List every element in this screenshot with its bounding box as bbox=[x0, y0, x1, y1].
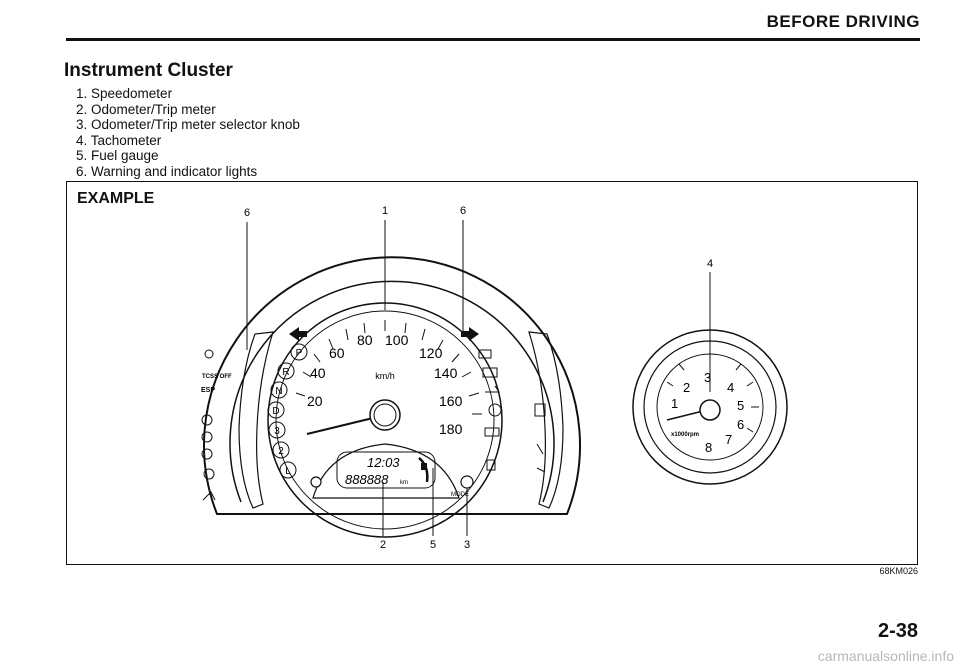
header-rule bbox=[66, 38, 920, 41]
figure-box: EXAMPLE 6 1 6 4 2 5 3 bbox=[66, 181, 918, 565]
lcd-odometer-unit: km bbox=[400, 480, 408, 486]
callout-1: 1 bbox=[382, 205, 388, 217]
tcss-off-indicator: TCSS OFF bbox=[202, 374, 232, 380]
speed-tick-120: 120 bbox=[419, 345, 443, 361]
gear-letter-3: 3 bbox=[274, 426, 280, 437]
speed-unit-label: km/h bbox=[375, 371, 395, 381]
headlight-high-beam-icon bbox=[478, 349, 492, 359]
callout-3: 3 bbox=[464, 539, 470, 551]
speed-tick-100: 100 bbox=[385, 332, 409, 348]
cruise-control-icon bbox=[201, 431, 213, 443]
callout-4: 4 bbox=[707, 258, 713, 270]
speed-tick-160: 160 bbox=[439, 393, 463, 409]
watermark: carmanualsonline.info bbox=[817, 648, 954, 664]
lcd-odometer: 888888 bbox=[345, 472, 389, 487]
lcd-display bbox=[312, 443, 460, 499]
tacho-tick-4: 4 bbox=[727, 380, 734, 395]
door-ajar-icon bbox=[534, 403, 546, 417]
gear-letter-l: L bbox=[285, 466, 291, 477]
legend-item: 3. Odometer/Trip meter selector knob bbox=[76, 117, 300, 132]
check-engine-icon bbox=[484, 427, 500, 437]
fog-light-icon bbox=[536, 467, 546, 473]
callout-5: 5 bbox=[430, 539, 436, 551]
tacho-tick-5: 5 bbox=[737, 398, 744, 413]
tachometer-ticks bbox=[666, 356, 759, 433]
callout-6-right: 6 bbox=[460, 205, 466, 217]
tachometer bbox=[632, 329, 788, 485]
speed-tick-180: 180 bbox=[439, 421, 463, 437]
turn-left-arrow-icon bbox=[289, 327, 307, 341]
instrument-cluster-drawing: 6 1 6 4 2 5 3 bbox=[201, 205, 788, 551]
figure-code: 68KM026 bbox=[879, 566, 918, 576]
legend-item: 1. Speedometer bbox=[76, 86, 173, 101]
leader-lines bbox=[246, 220, 711, 536]
tacho-unit-label: x1000rpm bbox=[671, 432, 699, 438]
gear-letter-n: N bbox=[275, 386, 282, 397]
tacho-tick-3: 3 bbox=[704, 370, 711, 385]
gear-letter-p: P bbox=[296, 348, 303, 359]
turn-right-arrow-icon bbox=[461, 327, 479, 341]
fuel-pump-icon bbox=[421, 463, 427, 470]
legend-list: 1. Speedometer 2. Odometer/Trip meter 3.… bbox=[76, 86, 300, 179]
airbag-warning-icon bbox=[204, 349, 214, 359]
callout-6-left: 6 bbox=[244, 207, 250, 219]
lcd-clock: 12:03 bbox=[367, 455, 400, 470]
tacho-tick-2: 2 bbox=[683, 380, 690, 395]
immobilizer-icon bbox=[203, 468, 215, 480]
speedometer-housing bbox=[203, 256, 581, 538]
callout-2: 2 bbox=[380, 539, 386, 551]
legend-item: 2. Odometer/Trip meter bbox=[76, 101, 216, 117]
legend-item: 6. Warning and indicator lights bbox=[76, 163, 258, 179]
oil-pressure-icon bbox=[485, 385, 500, 393]
speed-tick-140: 140 bbox=[434, 365, 458, 381]
section-title: Instrument Cluster bbox=[64, 60, 233, 81]
speed-tick-20: 20 bbox=[307, 393, 323, 409]
speedometer-needle bbox=[306, 399, 401, 435]
gear-letter-2: 2 bbox=[278, 446, 284, 457]
battery-icon bbox=[482, 367, 498, 378]
esp-indicator: ESP bbox=[201, 387, 215, 394]
mode-label: MODE bbox=[451, 492, 469, 498]
brake-warning-icon bbox=[488, 403, 502, 417]
dimmer-knob[interactable] bbox=[310, 476, 322, 488]
speed-tick-80: 80 bbox=[357, 332, 373, 348]
speedometer-ticks bbox=[295, 320, 482, 415]
figure-label: EXAMPLE bbox=[77, 190, 155, 207]
right-indicator-group bbox=[478, 349, 546, 473]
gear-indicator-ring bbox=[267, 343, 308, 479]
speed-tick-40: 40 bbox=[310, 365, 326, 381]
tire-pressure-icon bbox=[201, 448, 213, 460]
seatbelt-icon bbox=[536, 443, 544, 455]
fuel-warning-icon bbox=[486, 459, 496, 471]
left-indicator-group bbox=[201, 349, 216, 501]
gear-letter-d: D bbox=[272, 406, 279, 417]
tacho-tick-1: 1 bbox=[671, 396, 678, 411]
page-header: BEFORE DRIVING bbox=[0, 0, 960, 48]
gear-letter-r: R bbox=[282, 367, 289, 378]
power-steering-icon bbox=[202, 491, 216, 501]
tacho-tick-7: 7 bbox=[725, 432, 732, 447]
speed-tick-60: 60 bbox=[329, 345, 345, 361]
abs-warning-icon bbox=[201, 414, 213, 426]
legend-item: 5. Fuel gauge bbox=[76, 148, 159, 163]
page-number: 2-38 bbox=[877, 620, 918, 642]
header-section-title: BEFORE DRIVING bbox=[766, 12, 920, 31]
odometer-selector-knob[interactable] bbox=[460, 475, 474, 489]
legend-item: 4. Tachometer bbox=[76, 132, 162, 148]
tacho-tick-8: 8 bbox=[705, 440, 712, 455]
tacho-tick-6: 6 bbox=[737, 417, 744, 432]
